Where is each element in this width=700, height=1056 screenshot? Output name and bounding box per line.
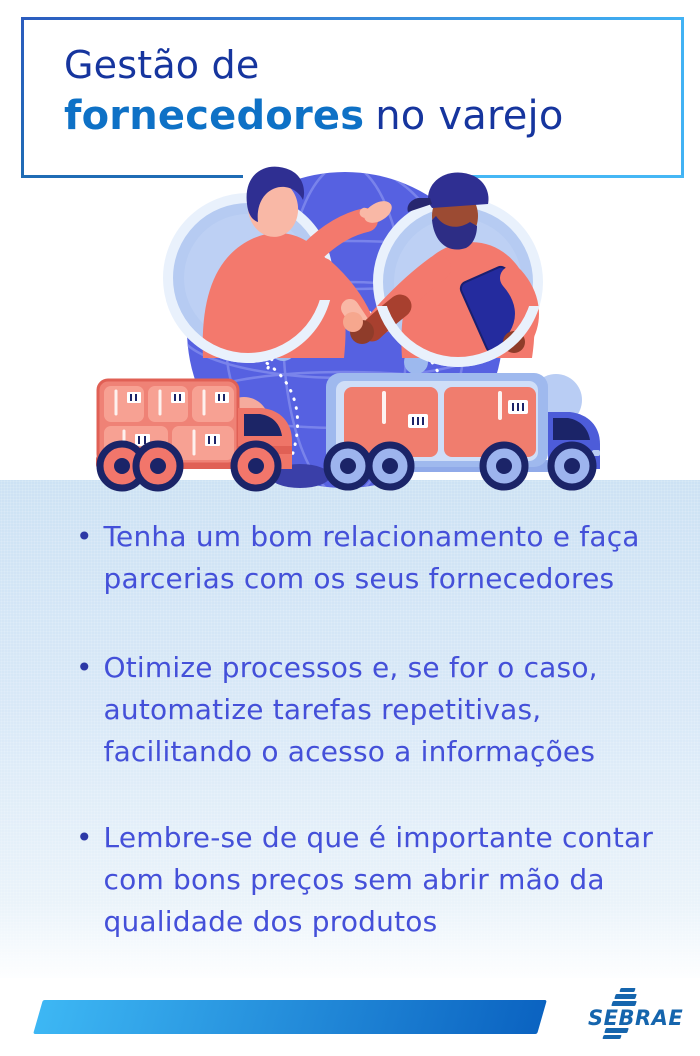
cargo-truck-red-icon — [96, 378, 292, 492]
bullet-item-1: • Tenha um bom relacionamento e faça par… — [76, 516, 640, 600]
content-section — [0, 480, 700, 978]
sebrae-logo-text: SEBRAE — [588, 1006, 684, 1030]
title-suffix: no varejo — [375, 93, 564, 139]
bullet-marker: • — [76, 520, 93, 553]
title-box-border-top — [21, 17, 684, 20]
title-box-border-bottom-right — [460, 175, 684, 178]
bullet-text-3: Lembre-se de que é importante contar com… — [103, 821, 654, 938]
illustration — [96, 166, 600, 492]
cargo-truck-blue-icon — [323, 373, 600, 491]
barcode-labels — [408, 400, 528, 428]
bullet-item-2: • Otimize processos e, se for o caso, au… — [76, 647, 598, 773]
sebrae-logo: SEBRAE — [588, 988, 684, 1044]
sebrae-logo-bar — [619, 988, 636, 992]
sebrae-logo-bar — [602, 1035, 622, 1039]
handshake-icon — [343, 312, 374, 344]
bullet-marker: • — [76, 821, 93, 854]
bullet-text-2: Otimize processos e, se for o caso, auto… — [103, 651, 598, 768]
barcode-labels — [127, 392, 229, 446]
title-line-1: Gestão de — [64, 43, 260, 87]
title-box-border-bottom-left — [21, 175, 243, 178]
right-portal-front-rim — [376, 306, 540, 367]
title-bold-word: fornecedores — [64, 93, 365, 139]
bullet-text-1: Tenha um bom relacionamento e faça parce… — [103, 520, 640, 595]
sebrae-logo-bar — [604, 1028, 629, 1033]
left-portal-front-rim — [165, 300, 331, 363]
footer-gradient-bar — [33, 1000, 547, 1034]
bullet-marker: • — [76, 651, 93, 684]
dashed-route-lines — [260, 307, 440, 464]
bullet-item-3: • Lembre-se de que é importante contar c… — [76, 817, 653, 943]
title-box-border-right — [681, 17, 684, 178]
title-box-border-left — [21, 17, 24, 178]
sebrae-logo-bar — [614, 994, 637, 999]
